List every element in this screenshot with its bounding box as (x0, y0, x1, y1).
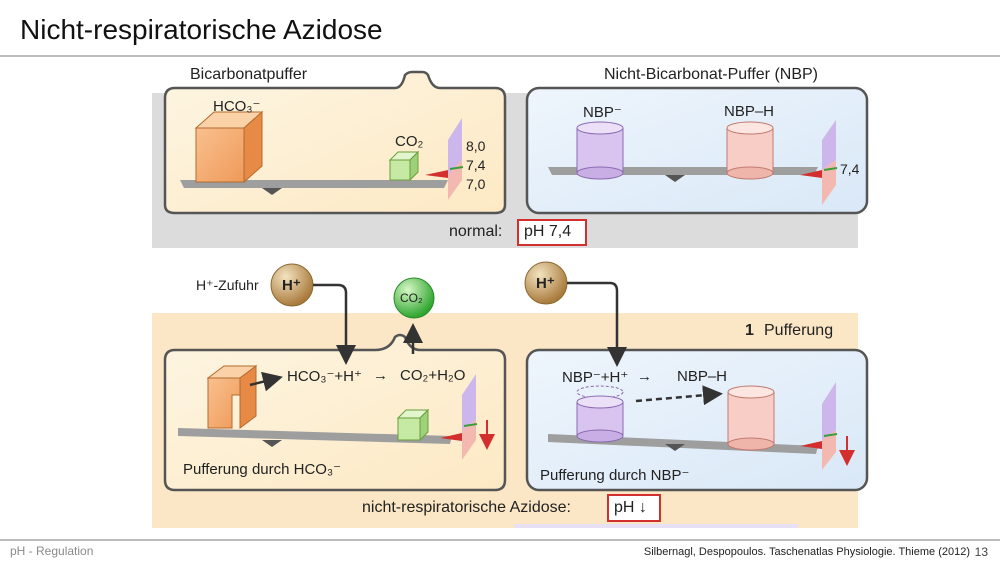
azidose-ph-box (607, 494, 661, 522)
nbp-caption: Pufferung durch NBP⁻ (540, 467, 690, 484)
h-input-label: H⁺-Zufuhr (196, 277, 259, 293)
nbp-reaction-right: NBP–H (677, 368, 728, 385)
nbp-scale-label: 7,4 (840, 161, 860, 177)
hco3-cube-partial (206, 365, 283, 429)
balance-beam (180, 180, 448, 188)
h-ball-left-label: H⁺ (282, 277, 301, 294)
nbp-h-cylinder (726, 121, 774, 180)
footer-citation: Silbernagl, Despopoulos. Taschenatlas Ph… (643, 546, 970, 558)
normal-label: normal: (449, 223, 503, 240)
bicarb-caption: Pufferung durch HCO₃⁻ (183, 461, 341, 478)
azidose-ph-value: pH ↓ (614, 499, 647, 516)
bicarb-title: Bicarbonatpuffer (190, 66, 308, 83)
h-plus-arrow-left (313, 283, 356, 365)
nbp-h-label: NBP–H (724, 103, 775, 120)
fulcrum (665, 444, 685, 451)
page-number: 13 (974, 545, 988, 559)
co2-ball-label: CO₂ (400, 291, 423, 305)
scale-label-8: 8,0 (466, 138, 486, 154)
nbp-minus-cylinder (576, 121, 624, 180)
hco3-cube (194, 110, 264, 184)
co2-cube-bottom (396, 408, 430, 442)
nbp-minus-cylinder-bottom (576, 385, 624, 443)
ph-indicator-bicarb-bottom (440, 374, 495, 460)
nbp-reaction-arrow: → (637, 368, 652, 385)
bicarb-reaction-left: HCO₃⁻+H⁺ (287, 368, 362, 385)
footer-divider (0, 539, 1000, 541)
nbp-reaction-left: NBP⁻+H⁺ (562, 369, 629, 386)
band-strip (514, 524, 798, 528)
nbp-minus-label: NBP⁻ (583, 104, 622, 121)
fulcrum (262, 440, 282, 447)
balance-beam (178, 428, 452, 444)
scale-label-74: 7,4 (466, 157, 486, 173)
step-number: 1 (745, 322, 754, 339)
bicarb-panel-top (163, 70, 507, 215)
h-plus-arrow-right (567, 281, 627, 367)
hco3-label: HCO₃⁻ (213, 98, 261, 115)
nbp-title: Nicht-Bicarbonat-Puffer (NBP) (604, 66, 818, 83)
normal-ph-value: pH 7,4 (524, 223, 572, 240)
slide-title: Nicht-respiratorische Azidose (20, 14, 383, 45)
bicarb-reaction-arrow: → (373, 367, 388, 384)
nbp-transfer-arrow (635, 385, 723, 406)
azidose-label: nicht-respiratorische Azidose: (362, 499, 571, 516)
co2-label: CO₂ (395, 133, 424, 150)
nbp-panel-bottom (525, 348, 869, 492)
nbp-h-cylinder-bottom (727, 385, 775, 451)
title-divider (0, 55, 1000, 57)
fulcrum (262, 188, 282, 195)
co2-ball (393, 277, 435, 319)
h-ball-right-label: H⁺ (536, 275, 555, 292)
co2-cube (388, 150, 420, 182)
footer-section: pH - Regulation (10, 544, 94, 558)
ph-indicator-nbp-top (800, 120, 838, 205)
step-label: Pufferung (764, 322, 834, 339)
fulcrum (665, 175, 685, 182)
normal-ph-box (517, 219, 587, 246)
nbp-panel-top (525, 86, 869, 215)
ph-indicator-nbp-bottom (800, 382, 855, 470)
bicarb-reaction-right: CO₂+H₂O (400, 367, 466, 384)
scale-label-70: 7,0 (466, 176, 486, 192)
ph-indicator-bicarb-top (425, 118, 464, 200)
